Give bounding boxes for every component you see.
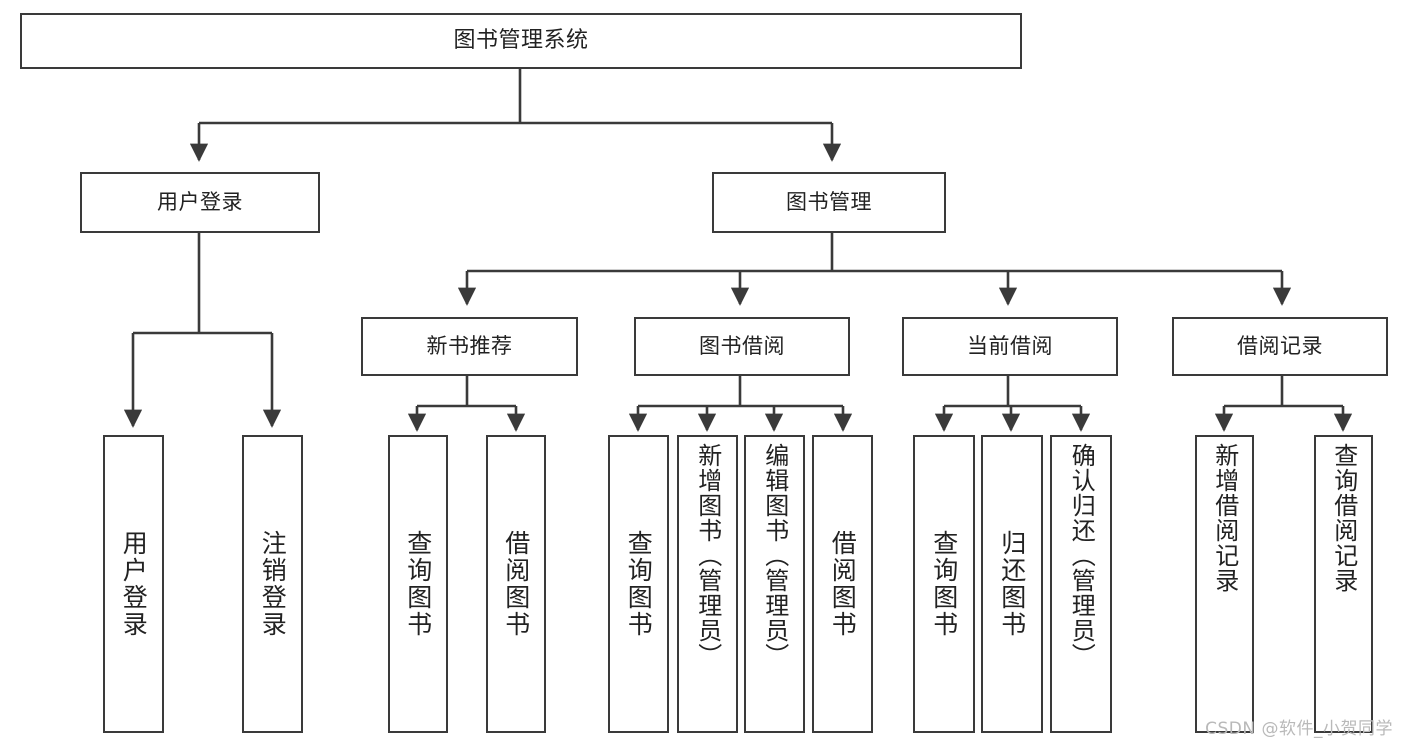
leaf-user-login-logout[interactable]: 注销登录: [242, 435, 303, 733]
leaf-book-borrow-edit-book[interactable]: 编辑图书（管理员）: [744, 435, 805, 733]
node-label: 图书管理系统: [453, 28, 589, 54]
node-label: 图书借阅: [699, 334, 785, 359]
leaf-new-book-borrow-book[interactable]: 借阅图书: [486, 435, 546, 733]
csdn-watermark: CSDN @软件_小贺同学: [1205, 719, 1393, 739]
leaf-user-login-login[interactable]: 用户登录: [103, 435, 164, 733]
node-label: 新增图书（管理员）: [693, 443, 722, 668]
node-label: 用户登录: [119, 530, 149, 638]
node-label: 用户登录: [157, 190, 243, 215]
node-label: 归还图书: [997, 530, 1027, 638]
leaf-current-borrow-return-book[interactable]: 归还图书: [981, 435, 1043, 733]
node-label: 确认归还（管理员）: [1067, 443, 1096, 668]
node-root-system[interactable]: 图书管理系统: [20, 13, 1022, 69]
leaf-book-borrow-query-book[interactable]: 查询图书: [608, 435, 669, 733]
node-label: 借阅图书: [828, 530, 858, 638]
node-label: 查询图书: [624, 530, 654, 638]
leaf-book-borrow-add-book[interactable]: 新增图书（管理员）: [677, 435, 738, 733]
node-label: 查询图书: [403, 530, 433, 638]
node-label: 图书管理: [786, 190, 872, 215]
node-book-management[interactable]: 图书管理: [712, 172, 946, 233]
node-new-book-recommend[interactable]: 新书推荐: [361, 317, 578, 376]
node-user-login[interactable]: 用户登录: [80, 172, 320, 233]
node-current-borrow[interactable]: 当前借阅: [902, 317, 1118, 376]
node-label: 查询图书: [929, 530, 959, 638]
leaf-borrow-record-add-record[interactable]: 新增借阅记录: [1195, 435, 1254, 733]
node-label: 借阅记录: [1237, 334, 1323, 359]
leaf-borrow-record-query-record[interactable]: 查询借阅记录: [1314, 435, 1373, 733]
leaf-current-borrow-confirm-return[interactable]: 确认归还（管理员）: [1050, 435, 1112, 733]
leaf-current-borrow-query-book[interactable]: 查询图书: [913, 435, 975, 733]
node-label: 编辑图书（管理员）: [760, 443, 789, 668]
node-label: 借阅图书: [501, 530, 531, 638]
node-borrow-record[interactable]: 借阅记录: [1172, 317, 1388, 376]
node-label: 注销登录: [258, 530, 288, 638]
node-label: 新增借阅记录: [1210, 443, 1239, 593]
node-label: 查询借阅记录: [1329, 443, 1358, 593]
node-label: 当前借阅: [967, 334, 1053, 359]
node-book-borrow[interactable]: 图书借阅: [634, 317, 850, 376]
leaf-book-borrow-borrow-book[interactable]: 借阅图书: [812, 435, 873, 733]
leaf-new-book-query-book[interactable]: 查询图书: [388, 435, 448, 733]
node-label: 新书推荐: [426, 334, 513, 359]
